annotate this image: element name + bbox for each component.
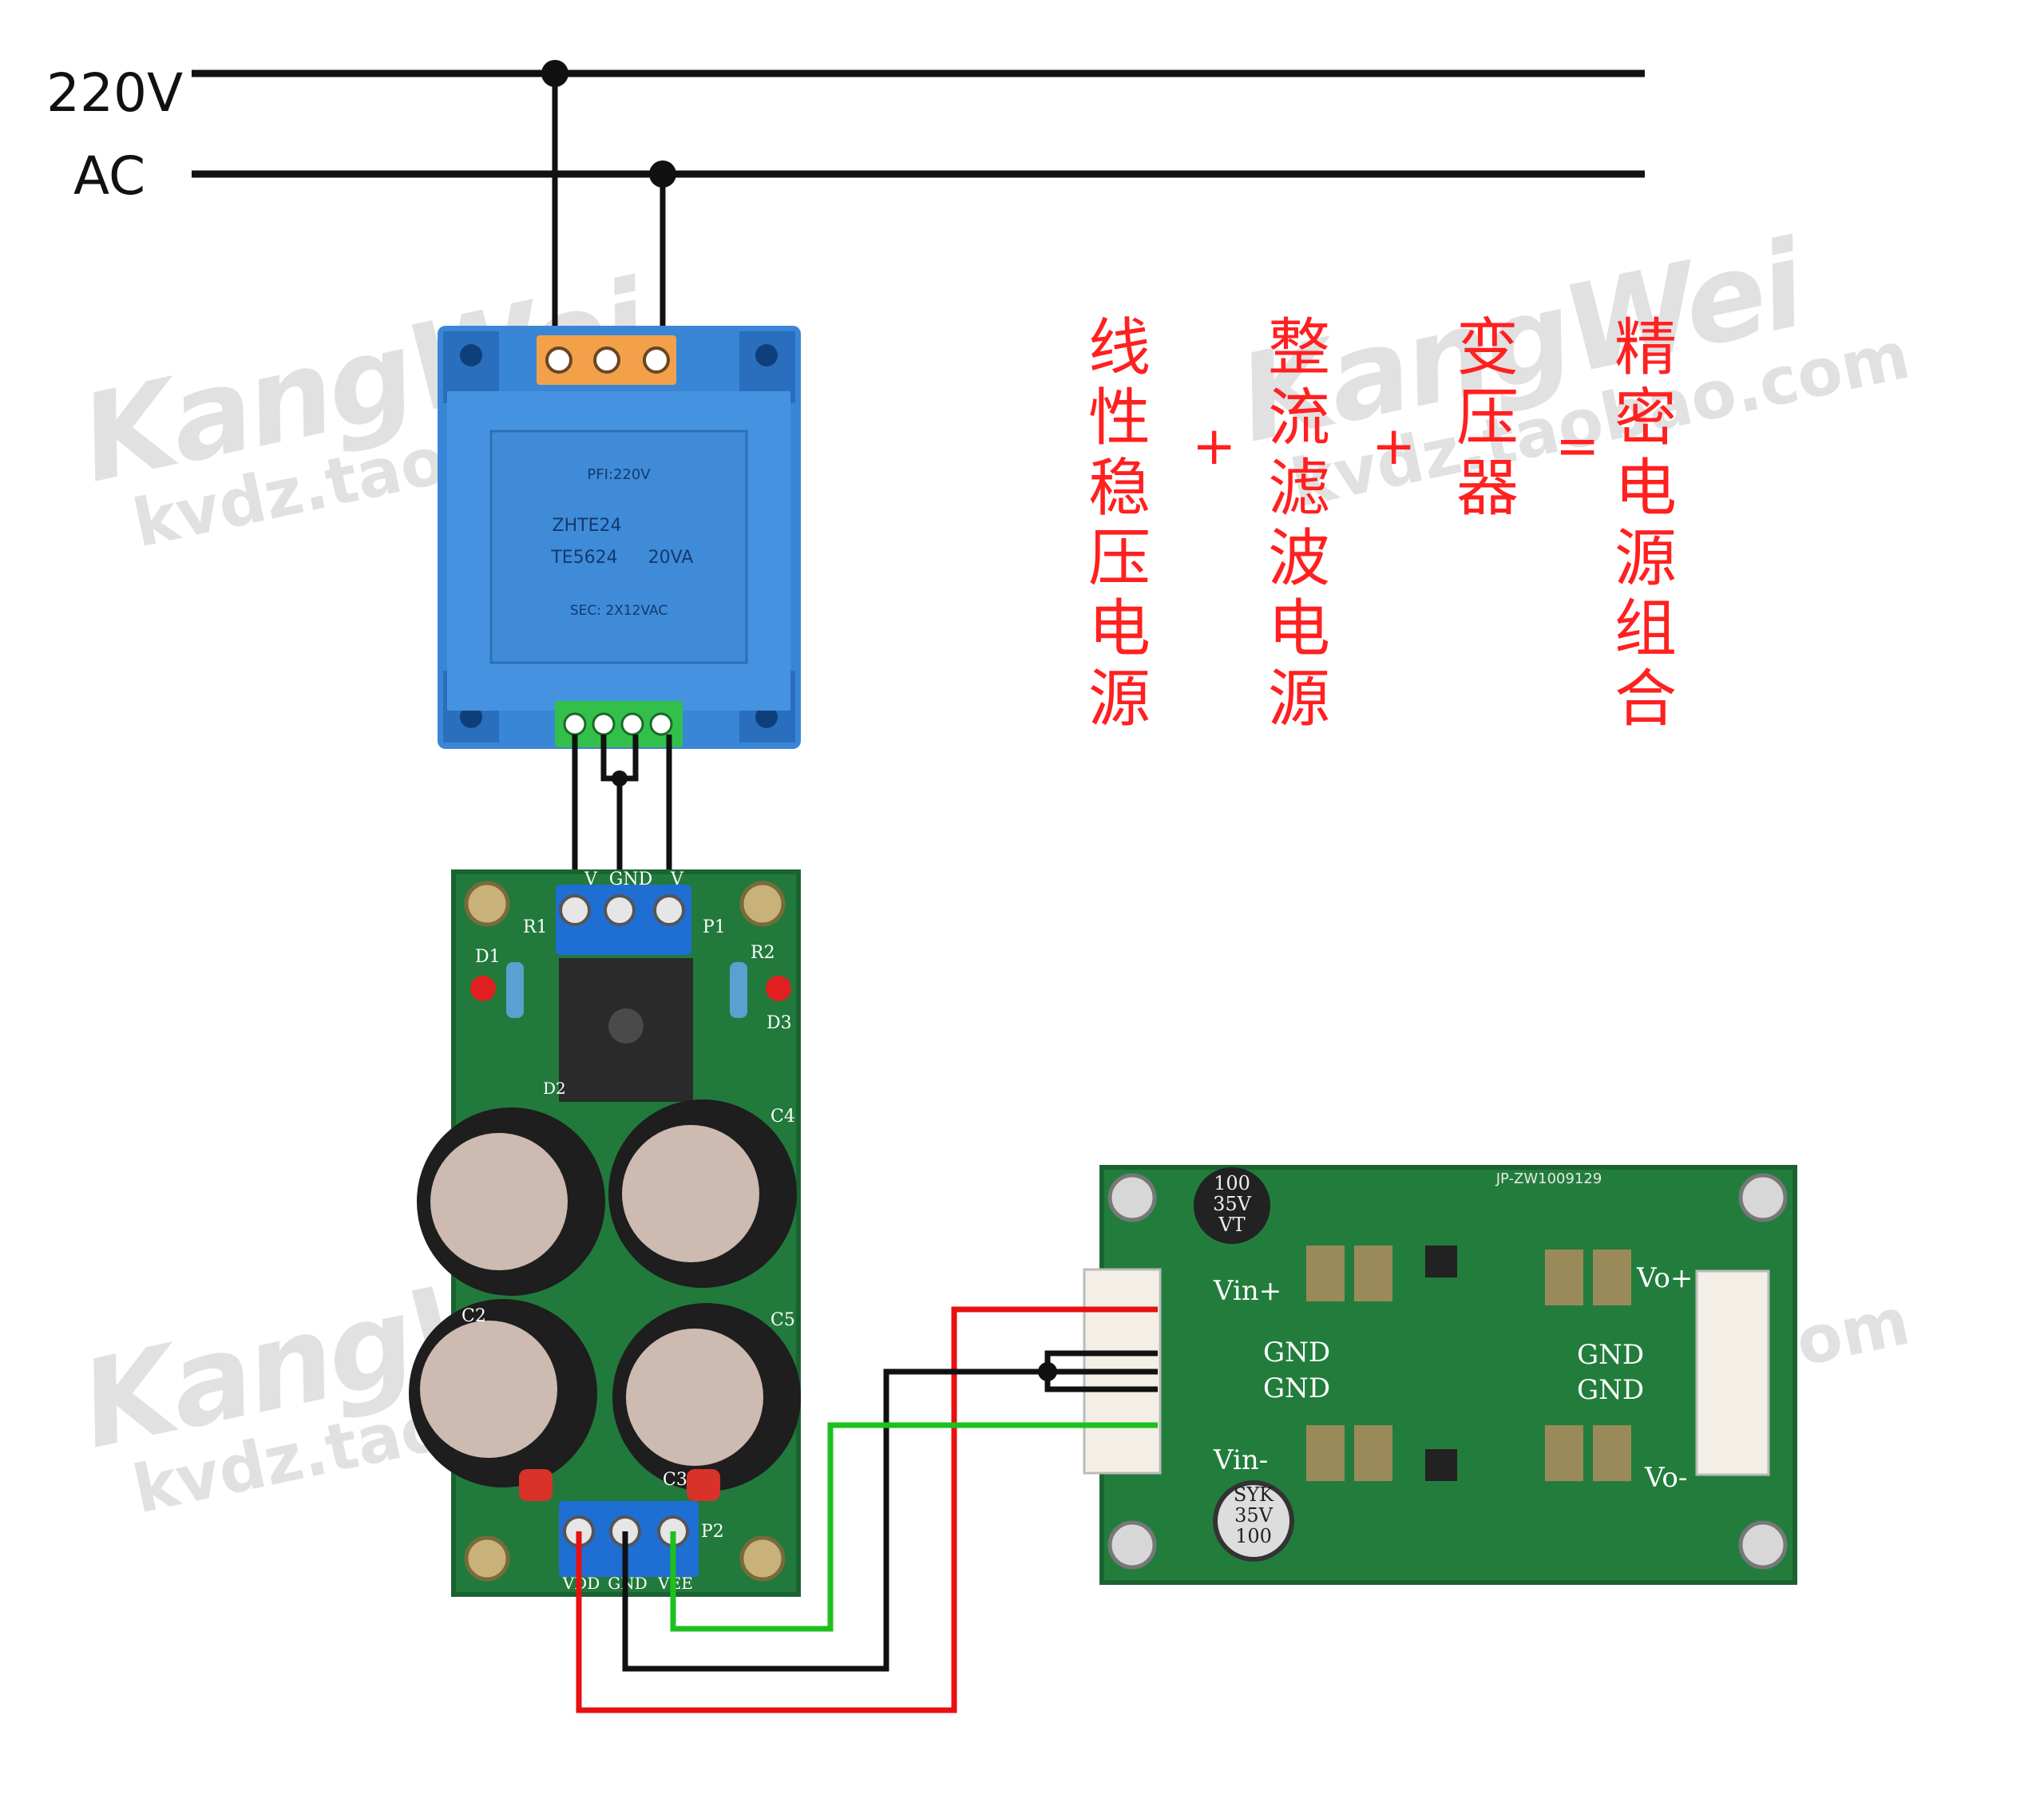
junction-dot	[612, 770, 628, 786]
regulator-pin-label-left: GND	[1263, 1372, 1330, 1404]
rectifier-input-pin-label: GND	[609, 869, 652, 889]
regulator-pin-label-left: Vin-	[1213, 1444, 1268, 1476]
equation-term-transformer: 变压器	[1456, 312, 1519, 525]
rectifier-input-pin-label: V	[670, 869, 684, 889]
wire-gnd-black	[622, 1368, 1158, 1672]
transformer-label: SEC: 2X12VAC	[570, 603, 667, 619]
regulator-cap-text: 35V	[1213, 1193, 1252, 1215]
regulator-pin-label-left: Vin+	[1213, 1275, 1281, 1307]
rectifier-silk: C2	[461, 1306, 486, 1326]
rectifier-silk: C5	[770, 1310, 795, 1330]
regulator-cap-text: 100	[1235, 1525, 1272, 1547]
rectifier-silk: D1	[475, 947, 501, 967]
regulator-board: JP-ZW1009129 Vin+ GND GND Vin- Vo+ GND G…	[1083, 1165, 1797, 1585]
regulator-cap-text: VT	[1218, 1214, 1245, 1236]
wire-vee-green	[670, 1422, 1158, 1632]
ac-type-label: AC	[73, 145, 146, 207]
regulator-pin-label-left: GND	[1263, 1337, 1330, 1368]
transformer: PFI:220V ZHTE24 TE5624 20VA SEC: 2X12VAC	[438, 326, 801, 749]
transformer-label: 20VA	[648, 548, 694, 568]
transformer-label: PFI:220V	[587, 466, 651, 483]
rectifier-silk: C4	[770, 1107, 795, 1127]
equation-plus: +	[1372, 415, 1416, 477]
equation-equals: =	[1555, 415, 1600, 477]
transformer-label: TE5624	[550, 548, 617, 568]
regulator-cap-text: SYK	[1234, 1483, 1274, 1506]
rectifier-silk: P1	[703, 917, 726, 937]
equation-plus: +	[1192, 415, 1237, 477]
rectifier-silk: R1	[523, 917, 548, 937]
rectifier-silk: D2	[543, 1079, 566, 1098]
ac-voltage-label: 220V	[46, 62, 184, 124]
equation-result-precision-power: 精密电源组合	[1614, 312, 1677, 735]
rectifier-silk: R2	[751, 943, 775, 963]
transformer-label: ZHTE24	[553, 516, 622, 536]
regulator-pin-label-right: GND	[1577, 1339, 1644, 1371]
rectifier-board: V GND V VDD GND VEE R1 D1 R2 D3 D2 C4 C2…	[409, 869, 801, 1597]
rectifier-input-pin-label: V	[584, 869, 598, 889]
equation-term-linear-regulator: 线性稳压电源	[1087, 312, 1151, 735]
regulator-silk-title: JP-ZW1009129	[1495, 1170, 1602, 1187]
regulator-cap-text: 100	[1214, 1172, 1250, 1194]
regulator-cap-text: 35V	[1234, 1504, 1274, 1527]
wire-vdd-red	[576, 1306, 1158, 1713]
regulator-pin-label-right: Vo+	[1636, 1262, 1693, 1294]
rectifier-silk: P2	[701, 1522, 724, 1542]
junction-dot	[1038, 1362, 1057, 1381]
regulator-pin-label-right: Vo-	[1644, 1462, 1687, 1494]
rectifier-silk: D3	[766, 1013, 792, 1033]
rectifier-silk: C3	[663, 1470, 687, 1490]
regulator-pin-label-right: GND	[1577, 1374, 1644, 1406]
equation-term-rectifier-filter: 整流滤波电源	[1267, 312, 1330, 735]
